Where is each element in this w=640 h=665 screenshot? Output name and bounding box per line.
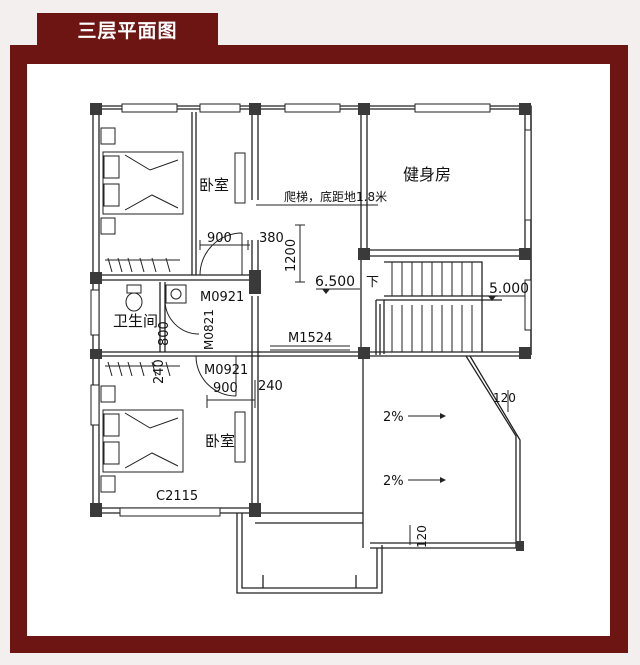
room-label-gym: 健身房: [403, 165, 451, 184]
column: [358, 347, 370, 359]
dimension-line: [199, 240, 250, 250]
nightstand: [100, 127, 116, 145]
door-label-m1524: M1524: [288, 331, 332, 346]
window: [90, 384, 100, 426]
elevation-marker: [322, 289, 330, 294]
column: [90, 103, 102, 115]
column: [90, 349, 102, 359]
dimension-1200: 1200: [284, 239, 299, 272]
ladder-note: 爬梯，底距地1.8米: [284, 189, 387, 204]
door-m1524: [270, 345, 350, 351]
dimension-120: 120: [493, 391, 516, 405]
column: [358, 248, 370, 260]
wardrobe: [234, 411, 246, 463]
sink-basin: [170, 288, 182, 300]
toilet: [125, 292, 143, 312]
closet: [105, 361, 180, 377]
column: [90, 272, 102, 284]
sink: [165, 284, 187, 304]
partition-wall: [360, 112, 368, 355]
stair-handrail: [384, 295, 502, 301]
balcony-railing: [262, 575, 357, 588]
partition-wall: [99, 351, 260, 357]
pillow: [103, 413, 120, 437]
dimension-800: 800: [157, 321, 172, 346]
window-label-c2115: C2115: [156, 489, 198, 504]
stair-handrail: [375, 299, 385, 355]
door-label-m0821: M0821: [202, 309, 216, 350]
window: [524, 279, 532, 331]
elevation-stair: 5.000: [489, 281, 529, 297]
column: [516, 541, 524, 551]
window: [121, 103, 178, 113]
door-label-m0921: M0921: [200, 290, 244, 305]
nightstand: [100, 475, 116, 493]
terrace-railing: [465, 355, 521, 548]
partition-wall: [251, 112, 259, 270]
door-label-m0921-lower: M0921: [204, 363, 248, 378]
nightstand: [100, 385, 116, 403]
bed: [102, 409, 184, 473]
toilet-tank: [126, 284, 142, 294]
room-label-bedroom-top: 卧室: [199, 176, 229, 194]
partition-wall: [258, 351, 525, 357]
bedsheet: [124, 154, 179, 211]
outer-wall: [93, 105, 532, 355]
partition-wall: [99, 274, 255, 281]
window: [524, 129, 532, 221]
partition-wall: [159, 282, 166, 352]
wardrobe: [234, 152, 246, 204]
pillow: [103, 155, 120, 179]
nightstand: [100, 217, 116, 235]
room-label-bathroom: 卫生间: [113, 312, 158, 330]
slope-label: 2%: [383, 474, 404, 489]
window: [199, 103, 241, 113]
room-label-bedroom-bottom: 卧室: [205, 432, 235, 450]
column: [519, 347, 531, 359]
slope-label: 2%: [383, 410, 404, 425]
stair-direction: 下: [366, 275, 379, 290]
pillow: [103, 441, 120, 465]
door-swing: [164, 299, 200, 335]
window: [119, 507, 221, 517]
slope-arrow-head: [440, 413, 446, 419]
window: [284, 103, 341, 113]
stair-edge: [384, 261, 483, 352]
pillow: [103, 183, 120, 207]
column: [519, 248, 531, 260]
elevation-marker: [488, 296, 496, 301]
column: [90, 503, 102, 517]
window: [90, 289, 100, 336]
dimension-900-lower: 900: [213, 381, 238, 396]
dimension-240: 240: [152, 359, 167, 384]
partition-wall: [251, 296, 259, 513]
partition-wall: [191, 112, 197, 275]
window: [414, 103, 491, 113]
column: [358, 103, 370, 115]
balcony-railing: [255, 512, 363, 524]
elevation-floor: 6.500: [315, 274, 355, 290]
dimension-120-lower: 120: [415, 525, 429, 548]
dimension-240-right: 240: [258, 379, 283, 394]
dimension-900: 900: [207, 231, 232, 246]
bed: [102, 151, 184, 215]
bedsheet: [124, 412, 179, 469]
partition-wall: [361, 249, 531, 257]
door-swing: [195, 355, 237, 397]
dimension-line: [206, 380, 256, 408]
dimension-line: [295, 224, 305, 283]
dimension-380: 380: [259, 231, 284, 246]
column: [249, 270, 261, 294]
page-title: 三层平面图: [37, 13, 218, 46]
closet: [105, 257, 180, 273]
slope-arrow-head: [440, 477, 446, 483]
balcony-railing: [236, 513, 383, 594]
terrace-railing: [370, 542, 521, 549]
column: [249, 103, 261, 115]
column: [249, 503, 261, 517]
column: [519, 103, 531, 115]
